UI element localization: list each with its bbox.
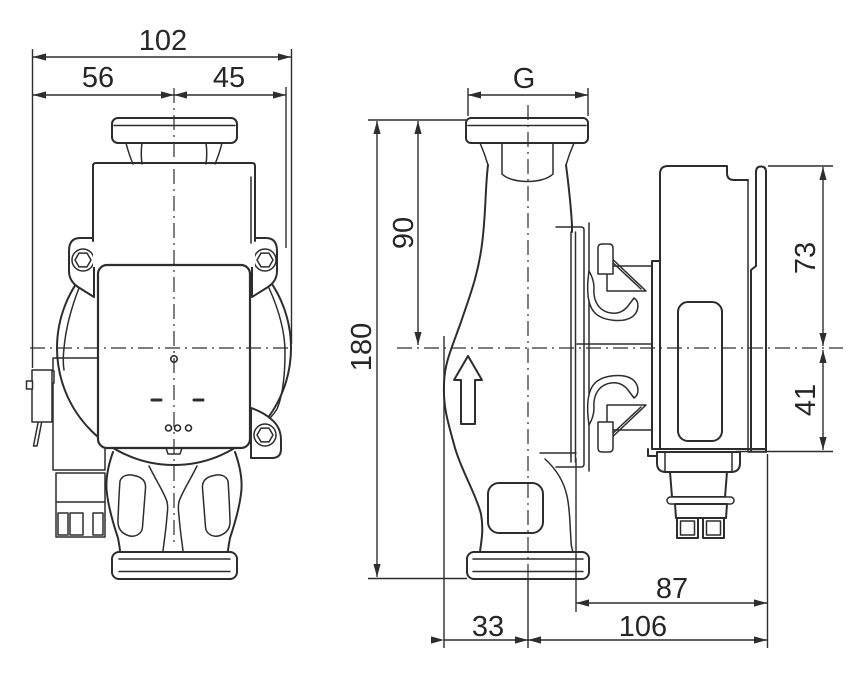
front-view [25,88,293,580]
volute-outer-left [105,451,121,553]
foot-pad [487,482,544,534]
volute-funnel-left [148,465,169,552]
led-indicator [164,424,173,432]
power-connector-front [25,357,106,538]
side-view [397,105,843,580]
pipe-rear-wall [570,231,577,463]
cable-gland-nub [25,380,34,390]
flange-chamfer-lines [118,558,231,573]
dim-90-label: 90 [388,217,420,249]
connector-base [674,503,728,519]
volute-funnel-right [177,465,198,552]
dim-33-label: 33 [472,611,504,643]
arrows-G [468,91,588,99]
connector-pin [32,422,43,447]
ext-lines-G [467,88,589,116]
led-indicator [184,424,193,432]
connector-cap-lines [664,451,733,473]
dim-45-label: 45 [213,62,245,94]
neck-inner-walls [501,142,554,183]
hex-bolt-icon [256,427,274,443]
body-profile-right [565,164,573,233]
plate-front-edge [555,226,585,468]
claw-boss [597,243,614,275]
power-connector-side [656,451,741,539]
connector-cap [656,451,741,473]
bottom-flange-front [111,551,238,580]
connector-plug [31,369,53,423]
arrows-45 [174,91,286,99]
flange-ears [68,237,282,459]
module-outline [659,165,749,450]
stator-fill [652,262,662,449]
dim-41-label: 41 [790,384,822,416]
stator-face [647,260,661,457]
connector-body [669,471,728,498]
flow-direction-arrow-icon [453,355,483,425]
display-window-side [677,301,723,442]
nut-skirt-side [479,142,575,166]
flange-edge-right [268,287,286,419]
dim-56-label: 56 [82,62,114,94]
module-lid-outline [750,165,767,453]
dim-73-label: 73 [790,242,822,274]
dim-G-label: G [513,63,536,95]
clamp-claw-bottom [586,374,653,453]
hex-bolt-icon [256,252,274,268]
motor-module-side [647,165,767,457]
connector-collar [666,496,735,505]
volute-rear-profile [544,458,574,553]
dimensions: 102 56 45 G 90 180 73 41 87 106 33 [31,25,833,648]
connector-pin-right-inner [705,520,722,536]
union-nut-side [465,117,589,144]
nut-skirt [125,142,223,165]
claw-hook [586,270,639,322]
terminal-tooth [92,512,104,536]
dim-180-label: 180 [346,323,378,371]
claw-hook [586,374,639,426]
volute-arm-right [201,474,231,537]
dimension-arrows [33,53,827,644]
dim-87-label: 87 [656,573,688,605]
dim-106-label: 106 [619,611,667,643]
hex-bolt-icon [74,252,92,268]
volute-front [105,451,243,580]
connector-housing [52,357,106,471]
junction-plate [555,222,653,472]
led-indicator [173,424,182,432]
connector-pin-left-inner [679,520,696,536]
dim-102-label: 102 [139,25,187,57]
terminal-tooth [69,512,84,536]
claw-boss [597,421,614,453]
terminal-tooth [57,512,69,536]
volute-outer-right [227,451,243,553]
volute-arm-left [117,474,147,537]
clamp-claw-top [586,243,653,322]
